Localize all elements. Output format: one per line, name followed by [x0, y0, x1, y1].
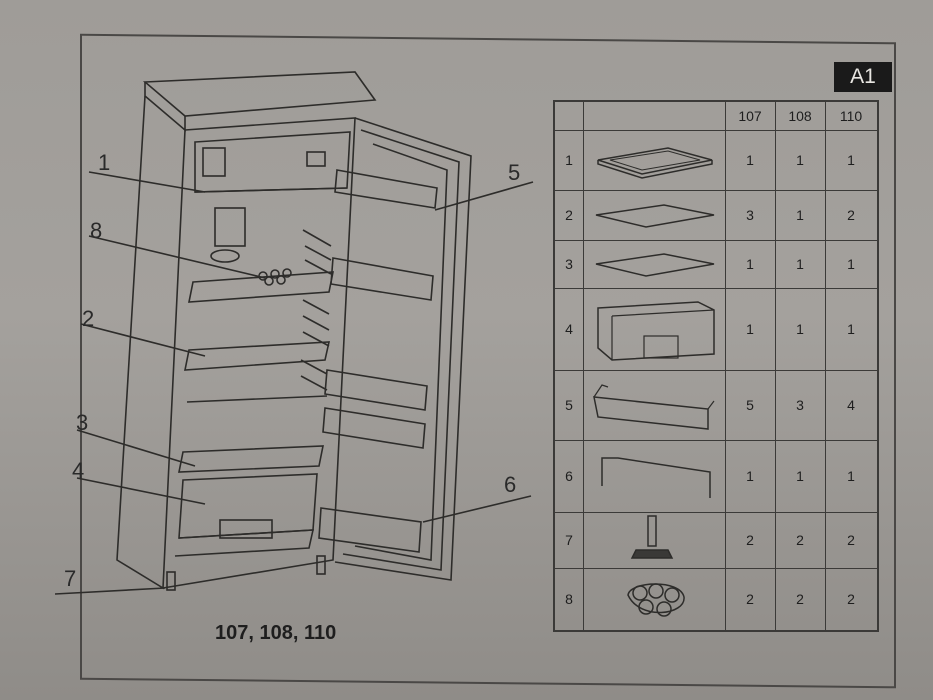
callout-2: 2: [82, 306, 95, 331]
row-number: 5: [565, 397, 573, 413]
column-header-110: 110: [839, 108, 863, 124]
qty-108: 1: [796, 152, 804, 168]
qty-108: 1: [796, 256, 804, 272]
qty-108: 3: [796, 397, 804, 413]
qty-110: 2: [847, 591, 855, 607]
adjustable-foot-icon: [583, 512, 725, 568]
qty-107: 1: [746, 152, 754, 168]
callout-5: 5: [508, 160, 521, 185]
egg-tray-icon: [583, 568, 725, 630]
qty-110: 1: [847, 256, 855, 272]
crisper-drawer-icon: [583, 288, 725, 370]
qty-107: 3: [746, 207, 754, 223]
row-number: 4: [565, 321, 573, 337]
qty-107: 5: [746, 397, 754, 413]
row-number: 7: [565, 532, 573, 548]
parts-table: 107 108 110 1 1 1 1 2 3 1 2 3 1 1 1 4 1 …: [553, 100, 879, 632]
callout-6: 6: [504, 472, 517, 497]
qty-110: 4: [847, 397, 855, 413]
section-badge: A1: [834, 62, 892, 92]
qty-110: 1: [847, 321, 855, 337]
callout-1: 1: [98, 150, 111, 175]
bottle-guard-wire-icon: [583, 440, 725, 512]
qty-108: 2: [796, 591, 804, 607]
callout-8: 8: [90, 218, 103, 243]
crisper-cover-icon: [583, 130, 725, 190]
qty-107: 2: [746, 591, 754, 607]
qty-108: 2: [796, 532, 804, 548]
qty-110: 1: [847, 152, 855, 168]
qty-108: 1: [796, 468, 804, 484]
refrigerator-illustration: [54, 71, 534, 595]
callout-4: 4: [72, 458, 85, 483]
qty-110: 2: [847, 532, 855, 548]
row-number: 8: [565, 591, 573, 607]
row-number: 3: [565, 256, 573, 272]
callout-3: 3: [76, 410, 89, 435]
row-number: 1: [565, 152, 573, 168]
qty-108: 1: [796, 207, 804, 223]
column-header-107: 107: [738, 108, 762, 124]
row-number: 6: [565, 468, 573, 484]
qty-108: 1: [796, 321, 804, 337]
door-balcony-icon: [583, 370, 725, 440]
row-number: 2: [565, 207, 573, 223]
qty-107: 2: [746, 532, 754, 548]
column-header-108: 108: [788, 108, 812, 124]
model-numbers-caption: 107, 108, 110: [215, 622, 337, 644]
callout-7: 7: [64, 566, 77, 591]
qty-107: 1: [746, 468, 754, 484]
glass-shelf-icon: [583, 240, 725, 288]
glass-shelf-icon: [583, 190, 725, 240]
qty-107: 1: [746, 256, 754, 272]
qty-110: 2: [847, 207, 855, 223]
qty-107: 1: [746, 321, 754, 337]
qty-110: 1: [847, 468, 855, 484]
refrigerator-diagram: [54, 60, 535, 620]
